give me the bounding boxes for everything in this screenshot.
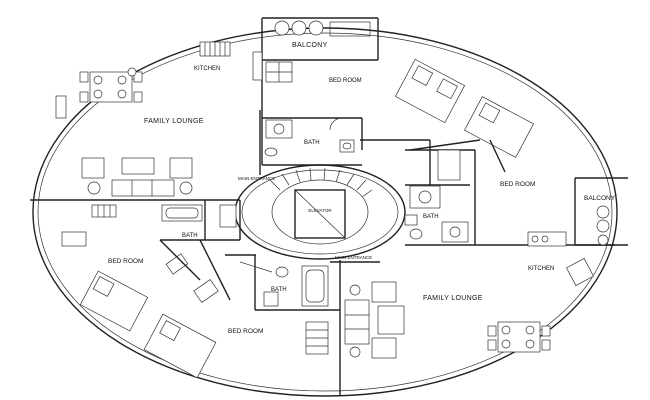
- bedroom-top-label: BED ROOM: [329, 78, 362, 84]
- radial-walls: [159, 139, 506, 281]
- staircase-ring: [271, 179, 369, 245]
- bedroom-left-label: BED ROOM: [108, 258, 143, 265]
- main-entrance-top-label: MAIN ENTRANCE: [238, 176, 275, 181]
- balcony-right-label: BALCONY: [584, 195, 616, 202]
- bath-right-label: BATH: [423, 214, 439, 220]
- bed-top-2: [464, 96, 534, 158]
- kitchen-top-counter: [199, 41, 293, 83]
- sofa-set-bottom: [344, 281, 405, 359]
- sofa-set-top: [55, 95, 193, 197]
- dining-set-bottom: [487, 321, 551, 353]
- elevator-shaft: [294, 189, 346, 239]
- bedroom-left-furniture: [61, 231, 189, 332]
- kitchen-right-counter: [527, 231, 594, 286]
- bedroom-bottom-label: BED ROOM: [228, 328, 263, 335]
- partition-walls: [30, 17, 628, 396]
- main-entrance-bottom-label: MAIN ENTRANCE: [335, 255, 372, 260]
- bath-top-label: BATH: [304, 140, 320, 146]
- bath-bottom-fixtures: [239, 261, 329, 307]
- kitchen-right-label: KITCHEN: [528, 266, 554, 272]
- balcony-top-label: BALCONY: [292, 42, 328, 49]
- bath-bottom-label: BATH: [271, 287, 287, 293]
- family-lounge-top-label: FAMILY LOUNGE: [144, 118, 204, 125]
- bath-top-fixtures: [264, 117, 355, 157]
- bath-left-label: BATH: [182, 233, 198, 239]
- core-inner-wall: [241, 169, 399, 255]
- outer-wall: [32, 27, 618, 397]
- kitchen-top-label: KITCHEN: [194, 66, 220, 72]
- dining-set-top: [79, 67, 143, 103]
- bed-top: [394, 58, 466, 124]
- family-lounge-bottom-label: FAMILY LOUNGE: [423, 295, 483, 302]
- bath-right-fixtures: [409, 221, 469, 243]
- bedroom-right-furniture: [404, 149, 461, 226]
- bedroom-right-label: BED ROOM: [500, 181, 535, 188]
- bath-left-fixtures: [91, 204, 237, 228]
- bedroom-bottom-furniture: [143, 279, 329, 379]
- elevator-label: ELEVATOR: [308, 208, 332, 213]
- staircase-treads: [269, 167, 373, 198]
- balcony-right-furniture: [596, 205, 610, 246]
- outer-wall-inner: [37, 32, 613, 392]
- balcony-top-furniture: [274, 20, 371, 37]
